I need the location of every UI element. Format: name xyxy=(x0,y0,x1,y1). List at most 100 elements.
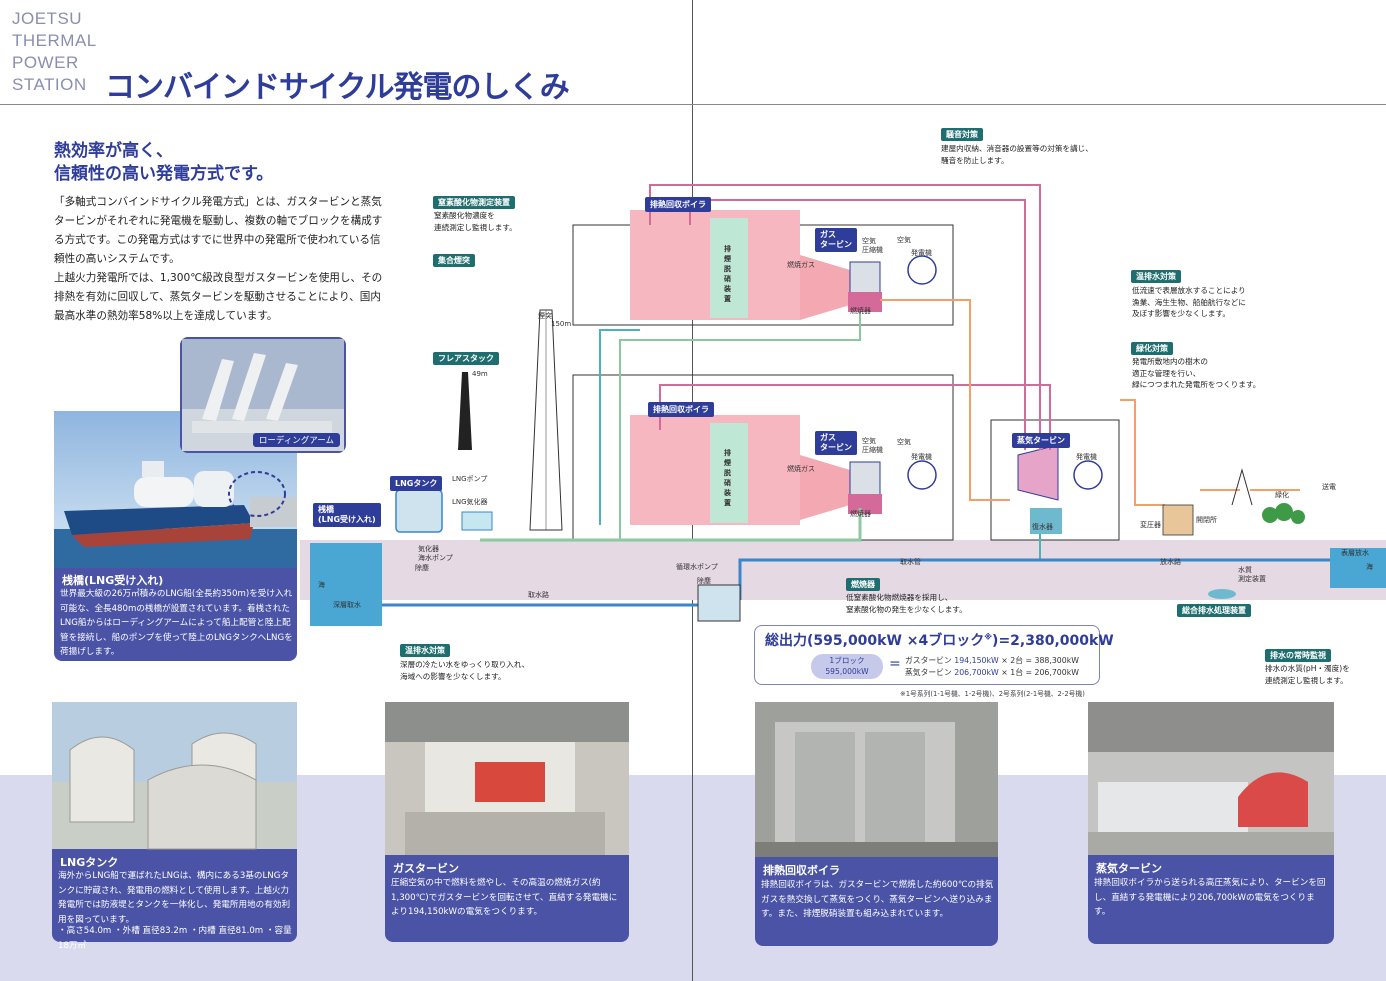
steam-turbine-building xyxy=(990,419,1120,541)
air-label: 空気 xyxy=(897,236,911,244)
pier-card-body: 世界最大級の26万㎥積みのLNG船(全長約350m)を受け入れ可能な、全長480… xyxy=(60,589,293,658)
outfall-route xyxy=(738,558,1330,600)
pier-card-title: 桟橋(LNG受け入れ) xyxy=(62,574,164,587)
gt-output-line: ガスタービン 194,150kW × 2台 = 388,300kW xyxy=(905,655,1079,666)
gas-turbine-card-body: 圧縮空気の中で燃料を燃やし、その高温の燃焼ガス(約1,300℃)でガスタービンを… xyxy=(391,878,618,918)
exhaust-duct-bottom xyxy=(800,455,850,520)
water-quality-tank xyxy=(1208,589,1236,599)
steam-turbine-shape xyxy=(1017,444,1059,501)
tag-nox-monitor: 窒素酸化物測定装置 xyxy=(433,196,515,209)
hrsg-card: 排熱回収ボイラ 排熱回収ボイラは、ガスタービンで燃焼した約600℃の排気ガスを熱… xyxy=(755,702,998,946)
burner-small-label: 燃焼器 xyxy=(850,307,871,315)
stack xyxy=(529,309,563,531)
sea-right xyxy=(1330,548,1386,588)
generator-steam xyxy=(1073,460,1103,490)
gas-line xyxy=(480,508,862,542)
screen-label-2: 除塵 xyxy=(697,577,711,585)
gas-turbine-card: ガスタービン 圧縮空気の中で燃料を燃やし、その高温の燃焼ガス(約1,300℃)で… xyxy=(385,702,629,942)
condensate-pipe xyxy=(599,329,1041,560)
ann-nox-monitor: 窒素酸化物濃度を 連続測定し監視します。 xyxy=(434,211,517,232)
lng-tank-card-body: 海外からLNG船で運ばれたLNGは、構内にある3基のLNGタンクに貯蔵され、発電… xyxy=(58,871,291,925)
generator-label: 発電機 xyxy=(911,249,932,257)
total-output-sup: ※ xyxy=(984,632,993,642)
condenser xyxy=(1030,508,1062,534)
intro-paragraph: 「多軸式コンバインドサイクル発電方式」とは、ガスタービンと蒸気タービンがそれぞれ… xyxy=(54,196,383,265)
total-output-head: 総出力(595,000kW ×4ブロック xyxy=(765,633,985,649)
denox-label-top: 排 煙 脱 硝 装 置 xyxy=(724,245,731,303)
vaporizer-pump-label: 気化器 海水ポンプ xyxy=(418,545,453,562)
switchyard-label: 開閉所 xyxy=(1196,516,1217,524)
tree xyxy=(1291,510,1305,524)
fuel-gas-label: 燃焼ガス xyxy=(787,261,815,269)
stack-height: 150m xyxy=(551,320,572,328)
steam-turbine-card: 蒸気タービン 排熱回収ボイラから送られる高圧蒸気により、タービンを回し、直結する… xyxy=(1088,702,1334,944)
circ-pump-pit xyxy=(697,584,741,622)
intro-text: 「多軸式コンバインドサイクル発電方式」とは、ガスタービンと蒸気タービンがそれぞれ… xyxy=(54,193,384,326)
station-wordmark: JOETSU THERMAL POWER STATION xyxy=(12,8,112,96)
hrsg-card-title: 排熱回収ボイラ xyxy=(763,864,840,877)
total-output-box: 総出力(595,000kW ×4ブロック※)=2,380,000kW 1ブロック… xyxy=(754,625,1114,685)
intake-pipe-label: 取水管 xyxy=(900,558,921,566)
surface-discharge-label: 表層放水 xyxy=(1341,549,1369,557)
ann-monitor: 排水の水質(pH・濁度)を 連続測定し監視します。 xyxy=(1265,664,1350,685)
page-title: コンバインドサイクル発電のしくみ xyxy=(105,70,570,105)
st-tail: × 1台 = 206,700kW xyxy=(1001,668,1079,677)
hrsg-photo xyxy=(755,702,998,857)
ann-noise: 建屋内収納、消音器の設置等の対策を講じ、 騒音を防止します。 xyxy=(941,144,1093,165)
gt-tail: × 2台 = 388,300kW xyxy=(1001,656,1079,665)
hrsg-card-body: 排熱回収ボイラは、ガスタービンで燃焼した約600℃の排気ガスを熱交換して蒸気をつ… xyxy=(761,880,994,920)
compressor-label: 空気 圧縮機 xyxy=(862,437,883,454)
generator-top xyxy=(907,255,937,285)
circ-pump-label: 循環水ポンプ xyxy=(676,563,718,571)
tag-stack: 集合煙突 xyxy=(433,254,475,267)
tag-hrsg-bottom: 排熱回収ボイラ xyxy=(648,402,714,417)
deep-intake-label: 深層取水 xyxy=(333,601,361,609)
st-output-line: 蒸気タービン 206,700kW × 1台 = 206,700kW xyxy=(905,667,1079,678)
tag-warm-water: 温排水対策 xyxy=(1131,270,1181,283)
denox-bottom xyxy=(710,423,748,523)
series-note: ※1号系列(1-1号機、1-2号機)、2号系列(2-1号機、2-2号機) xyxy=(900,690,1085,698)
generator-bottom xyxy=(907,460,937,490)
stack-name: 煙突 xyxy=(538,312,552,320)
lng-tank-card-spec: ・高さ54.0m ・外槽 直径83.2m ・内槽 直径81.0m ・容量 18万… xyxy=(58,926,292,951)
station-line: POWER xyxy=(12,53,79,72)
tag-monitor: 排水の常時監視 xyxy=(1265,649,1331,662)
generator-label: 発電機 xyxy=(911,453,932,461)
loading-arm-label: ローディングアーム xyxy=(252,433,340,447)
intake-route xyxy=(382,600,702,607)
ground xyxy=(300,540,1386,600)
equals-sign: = xyxy=(889,656,901,672)
steam-turbine-photo xyxy=(1088,702,1334,855)
outfall-route-label: 放水路 xyxy=(1160,558,1181,566)
tag-warm-water-intake: 温排水対策 xyxy=(400,644,450,657)
lng-pump-label: LNGポンプ xyxy=(452,475,488,483)
power-line-label: 送電 xyxy=(1322,483,1336,491)
ann-burner: 低窒素酸化物燃焼器を採用し、 窒素酸化物の発生を少なくします。 xyxy=(846,593,967,614)
station-line: JOETSU xyxy=(12,9,83,28)
lng-tank-photo xyxy=(52,702,297,850)
steam-turbine-card-body: 排熱回収ボイラから送られる高圧蒸気により、タービンを回し、直結する発電機により2… xyxy=(1094,878,1326,918)
loading-arm-photo: ローディングアーム xyxy=(180,337,346,453)
tree xyxy=(1262,507,1278,523)
burner-top xyxy=(848,292,882,312)
block-pill: 1ブロック 595,000kW xyxy=(811,654,883,679)
st-value: 206,700kW xyxy=(954,668,999,677)
transformer-label: 変圧器 xyxy=(1140,521,1161,529)
generator-label: 発電機 xyxy=(1076,453,1097,461)
burner-small-label: 燃焼器 xyxy=(850,510,871,518)
total-output-tail: )=2,380,000kW xyxy=(992,633,1114,649)
lead-heading: 熱効率が高く、 信頼性の高い発電方式です。 xyxy=(54,141,274,184)
denox-label-bottom: 排 煙 脱 硝 装 置 xyxy=(724,449,731,507)
tag-noise: 騒音対策 xyxy=(941,128,983,141)
gas-turbine-card-title: ガスタービン xyxy=(393,862,459,875)
lng-tank-card-title: LNGタンク xyxy=(60,856,119,869)
st-label: 蒸気タービン xyxy=(905,668,952,677)
air-label: 空気 xyxy=(897,438,911,446)
tag-flare: フレアスタック xyxy=(433,352,499,365)
gt-label: ガスタービン xyxy=(905,656,952,665)
pylon xyxy=(1231,468,1253,506)
tag-steam-turbine: 蒸気タービン xyxy=(1012,433,1070,448)
sea-left xyxy=(310,543,382,626)
vaporizer xyxy=(461,511,493,531)
tag-gas-turbine-top: ガス タービン xyxy=(815,228,857,252)
